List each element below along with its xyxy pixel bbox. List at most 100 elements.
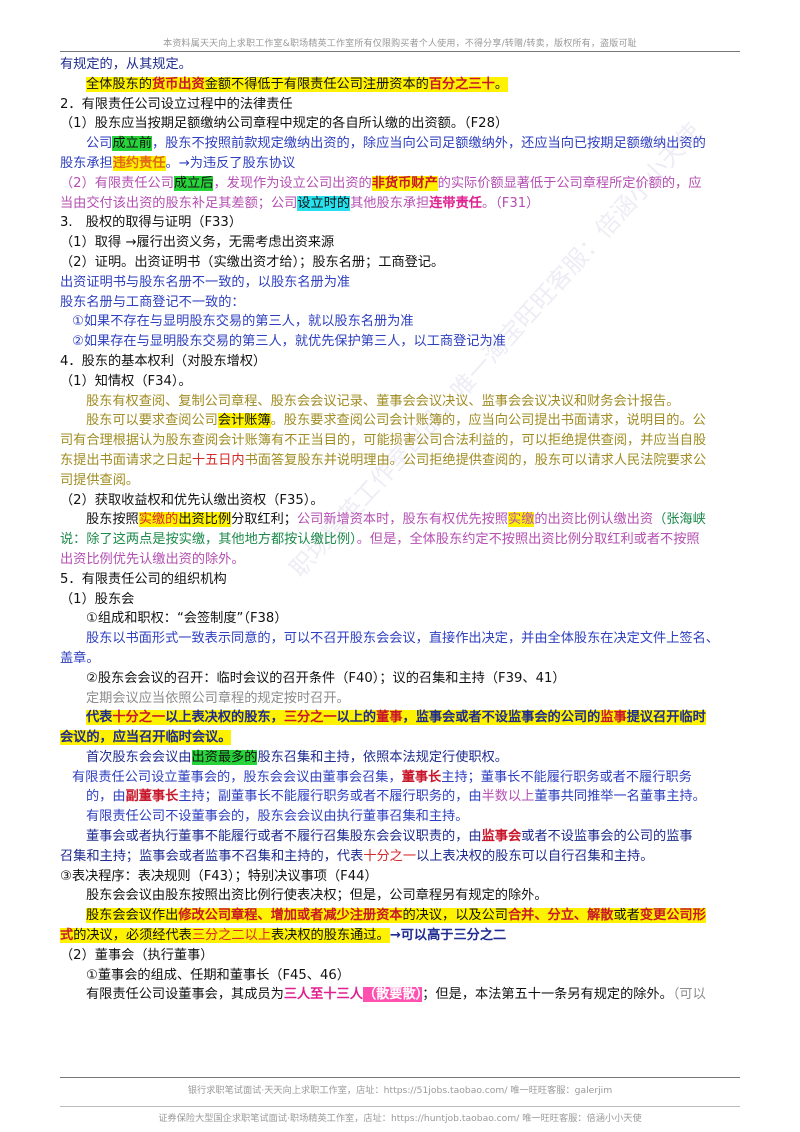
text-line: （1）知情权（F34）。 (60, 372, 750, 392)
document-body: 有规定的，从其规定。全体股东的货币出资金额不得低于有限责任公司注册资本的百分之三… (60, 55, 750, 1005)
text-segment: 实缴的 (138, 512, 179, 528)
text-segment: 。但是，全体股东约定不按照出资比例分取红利或者不按照 (356, 532, 700, 548)
text-segment: 成立前 (112, 136, 152, 152)
text-segment: 以上表决权的股东， (165, 710, 284, 726)
text-line: 有限责任公司不设董事会的，股东会会议由执行董事召集和主持。 (60, 807, 750, 827)
text-segment: 出资证明书与股东名册不一致的，以股东名册为准 (60, 274, 351, 290)
text-segment: 公司 (86, 136, 113, 152)
text-segment: （1）知情权（F34）。 (60, 373, 192, 389)
text-segment: 的实际价额显著低于公司章程所定价额的，应 (437, 175, 702, 191)
text-segment: 非货币财产 (371, 175, 438, 191)
text-line: 有限责任公司设董事会，其成员为三人至十三人（散要散）；但是，本法第五十一条另有规… (60, 985, 750, 1005)
text-line: （1）股东应当按期足额缴纳公司章程中规定的各自所认缴的出资额。（F28） (60, 114, 750, 134)
text-segment: 东提出书面请求之日起 (60, 452, 192, 468)
text-line: 全体股东的货币出资金额不得低于有限责任公司注册资本的百分之三十。 (60, 75, 750, 95)
text-segment: 副董事长 (125, 789, 179, 805)
text-segment: （2）获取收益权和优先认缴出资权（F35）。 (60, 492, 324, 508)
text-segment: 百分之三十 (428, 76, 495, 92)
text-segment: 十分之一 (112, 710, 166, 726)
text-segment: （1）取得 →履行出资义务，无需考虑出资来源 (60, 235, 335, 251)
text-segment: 违约责任 (112, 155, 166, 171)
text-segment: 提议召开临时 (626, 710, 706, 726)
text-segment: ②如果存在与显明股东交易的第三人，就优先保护第三人，以工商登记为准 (72, 334, 506, 350)
text-line: 东提出书面请求之日起十五日内书面答复股东并说明理由。公司拒绝提供查阅的，股东可以… (60, 451, 750, 471)
text-segment: 以上的 (336, 710, 377, 726)
text-segment: 或者不设监事会的公司的监事 (521, 829, 693, 845)
text-line: 股东承担违约责任。→为违反了股东协议 (60, 154, 750, 174)
text-line: 有规定的，从其规定。 (60, 55, 750, 75)
text-segment: 变更公司形 (639, 908, 706, 924)
text-segment: 公司新增资本时，股东有权优先按照 (297, 512, 508, 528)
text-segment: 的，由 (86, 789, 126, 805)
text-segment: 有规定的，从其规定。 (60, 57, 192, 72)
text-segment: 5．有限责任公司的组织机构 (60, 571, 227, 587)
text-segment: 或者 (613, 908, 640, 924)
text-line: （2）获取收益权和优先认缴出资权（F35）。 (60, 491, 750, 511)
text-segment: （2）证明。出资证明书（实缴出资才给）；股东名册；工商登记。 (60, 254, 445, 270)
text-line: （1）取得 →履行出资义务，无需考虑出资来源 (60, 233, 750, 253)
text-segment: ③表决程序：表决规则（F43）；特别决议事项（F44） (60, 868, 378, 884)
text-segment: 其他股东承担 (350, 195, 430, 211)
text-segment: 全体股东的 (86, 76, 152, 92)
text-segment: 。→为违反了股东协议 (165, 155, 296, 171)
text-line: 盖章。 (60, 649, 750, 669)
text-segment: （可以 (672, 987, 706, 1003)
text-segment: 半数以上 (481, 789, 535, 805)
text-line: 3. 股权的取得与证明（F33） (60, 213, 750, 233)
text-line: 5．有限责任公司的组织机构 (60, 570, 750, 590)
text-segment: 修改公司章程、增加或者减少注册资本 (178, 908, 403, 924)
text-line: 股东会会议作出修改公司章程、增加或者减少注册资本的决议，以及公司合并、分立、解散… (60, 906, 750, 926)
text-line: ②股东会会议的召开：临时会议的召开条件（F40）；议的召集和主持（F39、41） (60, 669, 750, 689)
footer-rule-2 (60, 1106, 740, 1107)
text-line: 股东有权查阅、复制公司章程、股东会会议记录、董事会会议决议、监事会会议决议和财务… (60, 392, 750, 412)
text-segment: 出资最多的 (191, 749, 258, 765)
text-segment: ，股东不按照前款规定缴纳出资的，除应当向公司足额缴纳外，还应当向已按期足额缴纳出… (151, 136, 706, 152)
text-line: 4．股东的基本权利（对股东增权） (60, 352, 750, 372)
text-segment: 三分之二以上 (191, 928, 271, 944)
text-segment: 说：除了这两点是按实缴，其他地方都按认缴比例） (60, 532, 357, 548)
text-segment: 定期会议应当依照公司章程的规定按时召开。 (86, 690, 350, 706)
text-line: 出资比例优先认缴出资的除外。 (60, 550, 750, 570)
text-segment: 以上表决权的股东可以自行召集和主持。 (416, 848, 654, 864)
text-line: 股东会会议由股东按照出资比例行使表决权；但是，公司章程另有规定的除外。 (60, 886, 750, 906)
text-line: （2）有限责任公司成立后，发现作为设立公司出资的非货币财产的实际价额显著低于公司… (60, 174, 750, 194)
text-segment: 董事共同推举一名董事主持。 (534, 789, 706, 805)
text-line: （2）董事会（执行董事） (60, 946, 750, 966)
text-segment: 分取红利； (231, 512, 297, 528)
text-line: 定期会议应当依照公司章程的规定按时召开。 (60, 689, 750, 709)
text-segment: 有限责任公司设立董事会的，股东会会议由董事会召集， (72, 769, 402, 785)
text-segment: 司有合理根据认为股东查阅会计账簿有不正当目的，可能损害公司合法利益的，可以拒绝提… (60, 433, 707, 449)
text-line: 司提供查阅。 (60, 471, 750, 491)
text-segment: 出资比例优先认缴出资的除外。 (60, 551, 245, 567)
text-segment: 董事长 (401, 769, 442, 785)
text-segment: 盖章。 (60, 650, 100, 666)
text-segment: 三分之一 (283, 710, 337, 726)
text-segment: 有限责任公司不设董事会的，股东会会议由执行董事召集和主持。 (86, 809, 469, 825)
text-segment: 股东可以要求查阅公司 (86, 413, 218, 429)
text-segment: 股东召集和主持，依照本法规定行使职权。 (257, 749, 508, 765)
text-segment: 4．股东的基本权利（对股东增权） (60, 353, 267, 369)
text-line: 董事会或者执行董事不能履行或者不履行召集股东会会议职责的，由监事会或者不设监事会… (60, 827, 750, 847)
text-segment: 式 (60, 928, 74, 944)
footer-rule-1 (60, 1077, 740, 1078)
text-segment: 主持；董事长不能履行职务或者不履行职务 (441, 769, 692, 785)
header-rule (60, 51, 740, 52)
text-segment: 合并、分立、解散 (508, 908, 614, 924)
text-segment: ①董事会的组成、任期和董事长（F45、46） (86, 967, 350, 983)
text-segment: 主持；副董事长不能履行职务或者不履行职务的，由 (178, 789, 482, 805)
text-segment: 会议的，应当召开临时会议。 (60, 730, 232, 746)
text-line: 会议的，应当召开临时会议。 (60, 728, 750, 748)
text-segment: 的出资比例认缴出资 (534, 512, 654, 528)
text-segment: （1）股东会 (60, 591, 135, 607)
text-line: 代表十分之一以上表决权的股东，三分之一以上的董事，监事会或者不设监事会的公司的监… (60, 708, 750, 728)
text-line: ③表决程序：表决规则（F43）；特别决议事项（F44） (60, 867, 750, 887)
text-line: 股东按照实缴的出资比例分取红利；公司新增资本时，股东有权优先按照实缴的出资比例认… (60, 510, 750, 530)
text-line: 2．有限责任公司设立过程中的法律责任 (60, 95, 750, 115)
text-segment: ①如果不存在与显明股东交易的第三人，就以股东名册为准 (72, 314, 414, 330)
text-segment: 。（F31） (482, 195, 540, 211)
text-segment: 书面答复股东并说明理由。公司拒绝提供查阅的，股东可以请求人民法院要求公 (244, 452, 707, 468)
text-segment: ；但是，本法第五十一条另有规定的除外。 (422, 987, 673, 1003)
text-segment: 。 (494, 76, 508, 92)
text-segment: ②股东会会议的召开：临时会议的召开条件（F40）；议的召集和主持（F39、41） (86, 670, 566, 686)
text-segment: 监事会 (481, 829, 522, 845)
